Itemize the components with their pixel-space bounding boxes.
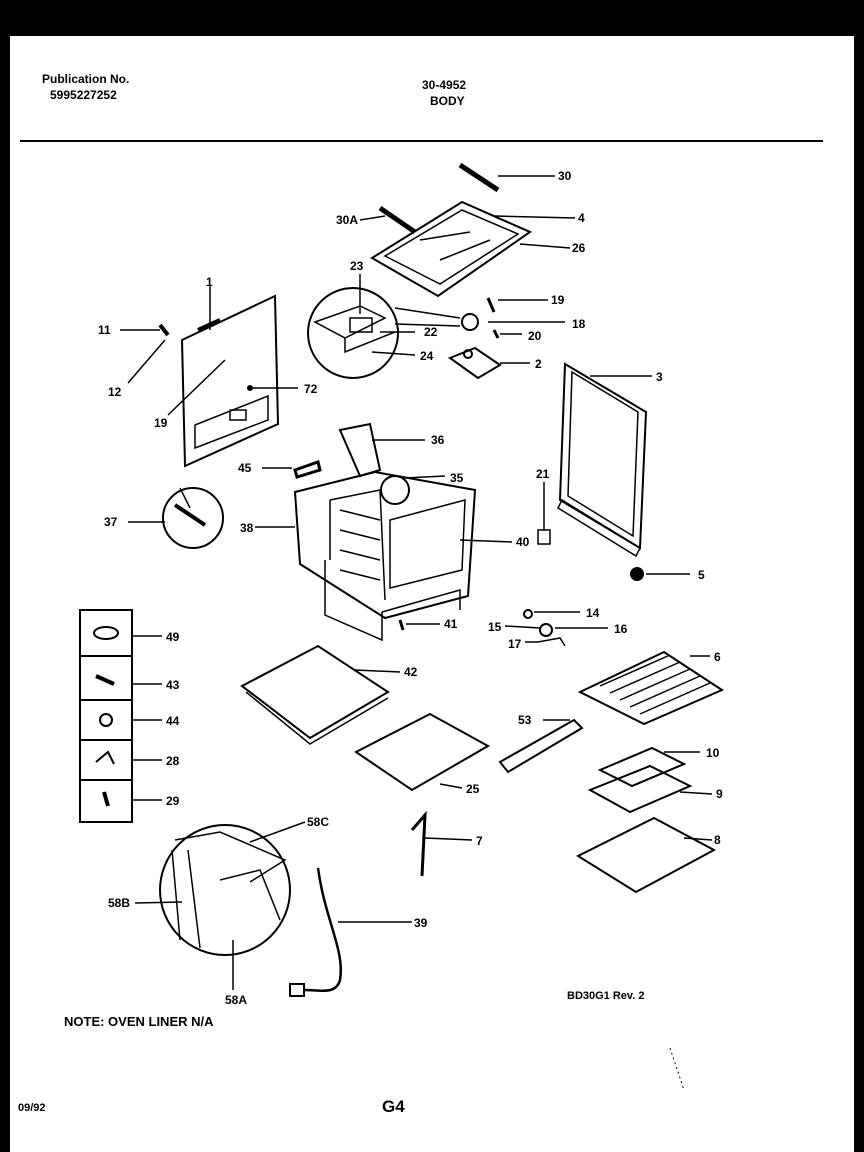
callout-72: 72 (304, 382, 318, 396)
scan-border-left (0, 0, 10, 1152)
part-39-power-cord (289, 867, 412, 997)
callout-36: 36 (431, 433, 445, 447)
callout-38: 38 (240, 521, 254, 535)
part-25-panel (354, 712, 491, 792)
scan-mark (669, 1047, 685, 1091)
part-45-clip (262, 460, 322, 479)
callout-21: 21 (536, 467, 550, 481)
callout-6: 6 (714, 650, 721, 664)
callout-3: 3 (656, 370, 663, 384)
callout-42: 42 (404, 665, 418, 679)
part-30-rod (458, 162, 555, 193)
callout-58b: 58B (108, 896, 130, 910)
callout-28: 28 (166, 754, 180, 768)
callout-14: 14 (586, 606, 600, 620)
callout-10: 10 (706, 746, 720, 760)
callout-8: 8 (714, 833, 721, 847)
small-parts-box (79, 609, 162, 823)
callout-16: 16 (614, 622, 628, 636)
part-1-back-panel (120, 285, 298, 468)
callout-22: 22 (424, 325, 438, 339)
callout-11: 11 (98, 323, 111, 337)
part-53-bracket (498, 718, 584, 774)
callout-17: 17 (508, 637, 522, 651)
callout-41: 41 (444, 617, 458, 631)
detail-circle-58 (134, 821, 306, 990)
part-36-vent-duct (338, 422, 446, 505)
header-rule (20, 140, 823, 142)
document-number: 30-4952 (422, 78, 467, 92)
callout-4: 4 (578, 211, 585, 225)
part-10-broiler-grid (597, 746, 700, 788)
part-8-pan (575, 816, 717, 894)
parts-18-19-20 (461, 297, 565, 339)
callout-19-top: 19 (551, 293, 565, 307)
callout-15: 15 (488, 620, 502, 634)
detail-circle-37 (128, 487, 224, 549)
oven-body-frame (255, 470, 513, 642)
callout-9: 9 (716, 787, 723, 801)
callout-5: 5 (698, 568, 705, 582)
callout-43: 43 (166, 678, 180, 692)
callout-1: 1 (206, 275, 213, 289)
callout-53: 53 (518, 713, 532, 727)
part-41-screw (398, 619, 440, 631)
part-3-side-panel (537, 362, 652, 558)
callout-25: 25 (466, 782, 480, 796)
parts-14-15-16-17 (504, 609, 608, 647)
scan-border-right (854, 0, 864, 1152)
part-6-oven-rack (577, 650, 725, 726)
callout-40: 40 (516, 535, 530, 549)
callout-30: 30 (558, 169, 572, 183)
part-30a-rod (359, 205, 417, 235)
callout-30a: 30A (336, 213, 358, 227)
callout-19-left: 19 (154, 416, 168, 430)
callout-20: 20 (528, 329, 542, 343)
detail-circle-23-24 (307, 274, 461, 379)
callout-45: 45 (238, 461, 252, 475)
publication-number: 5995227252 (50, 88, 117, 102)
revision-label: BD30G1 Rev. 2 (567, 990, 645, 1002)
callout-58c: 58C (307, 815, 329, 829)
callout-12: 12 (108, 385, 122, 399)
callout-24: 24 (420, 349, 434, 363)
callout-58a: 58A (225, 993, 247, 1007)
oven-liner-note: NOTE: OVEN LINER N/A (64, 1014, 214, 1029)
callout-26: 26 (572, 241, 586, 255)
callout-2: 2 (535, 357, 542, 371)
callout-49: 49 (166, 630, 180, 644)
callout-44: 44 (166, 714, 180, 728)
part-42-bottom-panel (240, 644, 401, 745)
callout-37: 37 (104, 515, 118, 529)
part-9-broiler-pan (587, 764, 713, 814)
date-label: 09/92 (18, 1102, 46, 1114)
part-5-foot (630, 567, 690, 581)
part-7-bracket (410, 810, 473, 877)
part-2-bracket (447, 346, 530, 380)
callout-23: 23 (350, 259, 364, 273)
publication-label: Publication No. (42, 72, 130, 86)
scan-border-top (0, 0, 864, 36)
callout-35: 35 (450, 471, 464, 485)
callout-7: 7 (476, 834, 483, 848)
callout-39: 39 (414, 916, 428, 930)
callout-18: 18 (572, 317, 586, 331)
section-title: BODY (430, 94, 465, 108)
callout-29: 29 (166, 794, 180, 808)
page-number: G4 (382, 1097, 405, 1116)
part-4-top-panel (370, 200, 576, 298)
